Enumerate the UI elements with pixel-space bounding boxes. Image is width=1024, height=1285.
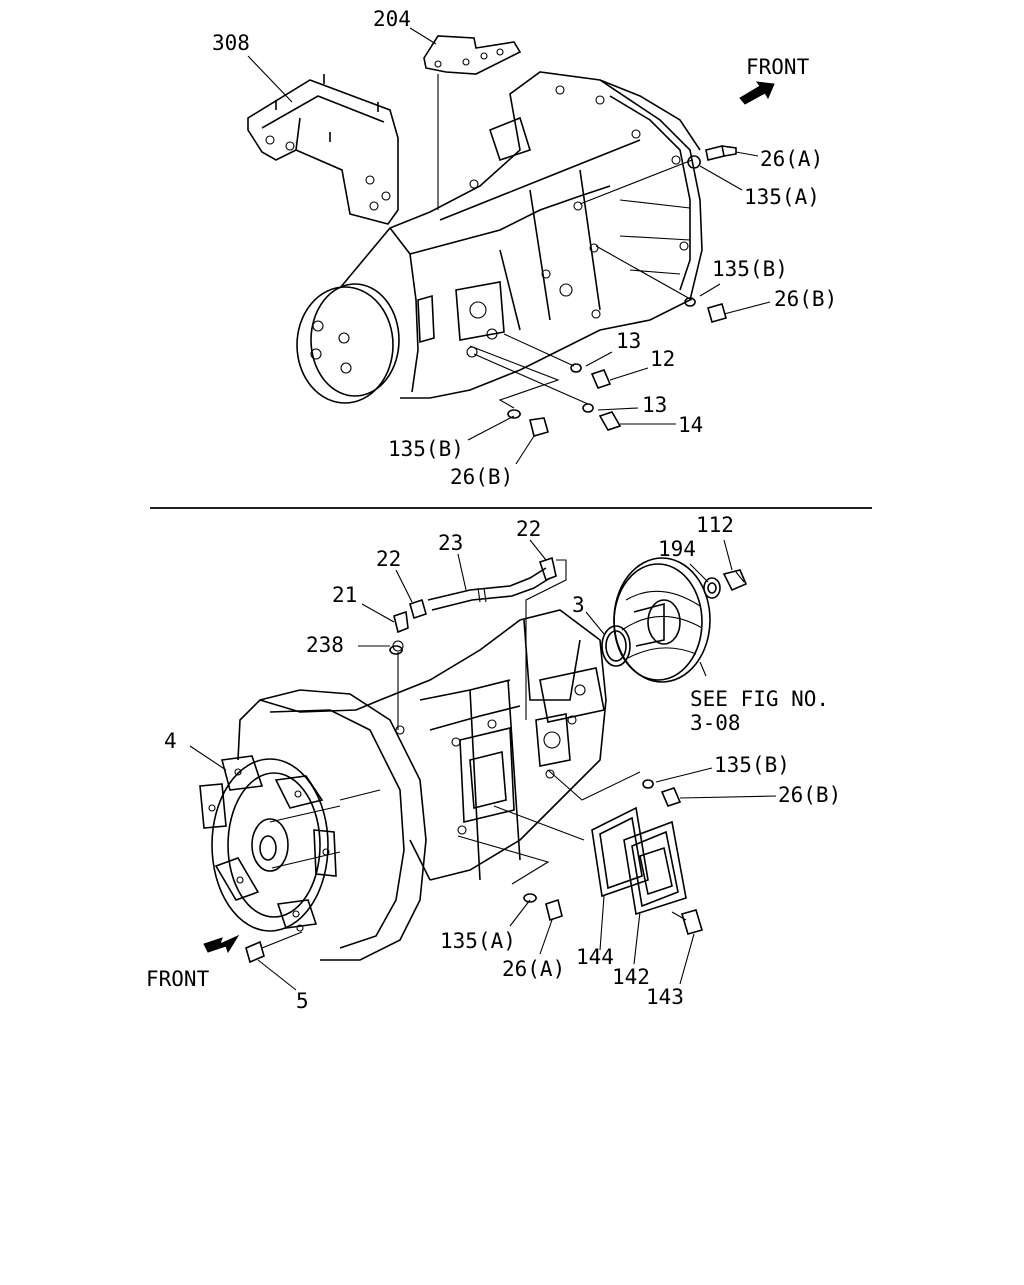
top-leader-lines	[247, 27, 771, 465]
label-13-b: 13	[642, 393, 667, 417]
see-fig-line1: SEE FIG NO.	[690, 687, 829, 711]
label-3: 3	[572, 593, 585, 617]
top-front-arrow-icon	[739, 81, 775, 105]
label-26b-bottom: 26(B)	[778, 783, 841, 807]
label-308: 308	[212, 31, 250, 55]
covers-144-142	[591, 806, 703, 935]
label-4: 4	[164, 729, 177, 753]
label-144: 144	[576, 945, 614, 969]
label-238: 238	[306, 633, 344, 657]
label-26b-top-right: 26(B)	[774, 287, 837, 311]
label-22-a: 22	[376, 547, 401, 571]
flex-plate-4	[199, 755, 341, 932]
transmission-bottom	[237, 609, 607, 961]
label-23: 23	[438, 531, 463, 555]
label-135a-top: 135(A)	[744, 185, 820, 209]
label-26a-bottom: 26(A)	[502, 957, 565, 981]
label-26a-top: 26(A)	[760, 147, 823, 171]
bracket-204	[423, 35, 522, 210]
bottom-leader-lines	[189, 539, 777, 991]
hose-23	[392, 556, 557, 730]
label-135b-top-right: 135(B)	[712, 257, 788, 281]
label-13-a: 13	[616, 329, 641, 353]
top-diagram: FRONT	[212, 7, 837, 489]
label-22-b: 22	[516, 517, 541, 541]
bottom-diagram: FRONT 22 23 22 112 194 21 3 238 SEE FIG …	[146, 513, 841, 1013]
label-26b-top-left: 26(B)	[450, 465, 513, 489]
top-front-label: FRONT	[746, 55, 810, 79]
label-135b-bottom: 135(B)	[714, 753, 790, 777]
label-14: 14	[678, 413, 703, 437]
bottom-front-label: FRONT	[146, 967, 210, 991]
label-135b-top-left: 135(B)	[388, 437, 464, 461]
label-21: 21	[332, 583, 357, 607]
label-112: 112	[696, 513, 734, 537]
label-5: 5	[296, 989, 309, 1013]
label-204: 204	[373, 7, 411, 31]
label-135a-bottom: 135(A)	[440, 929, 516, 953]
label-12: 12	[650, 347, 675, 371]
label-194: 194	[658, 537, 696, 561]
label-143: 143	[646, 985, 684, 1009]
transmission-top	[296, 71, 703, 404]
bottom-front-arrow-icon	[203, 934, 240, 954]
see-fig-line2: 3-08	[690, 711, 741, 735]
converter-see-fig	[601, 557, 748, 683]
bracket-308	[247, 74, 399, 225]
label-142: 142	[612, 965, 650, 989]
